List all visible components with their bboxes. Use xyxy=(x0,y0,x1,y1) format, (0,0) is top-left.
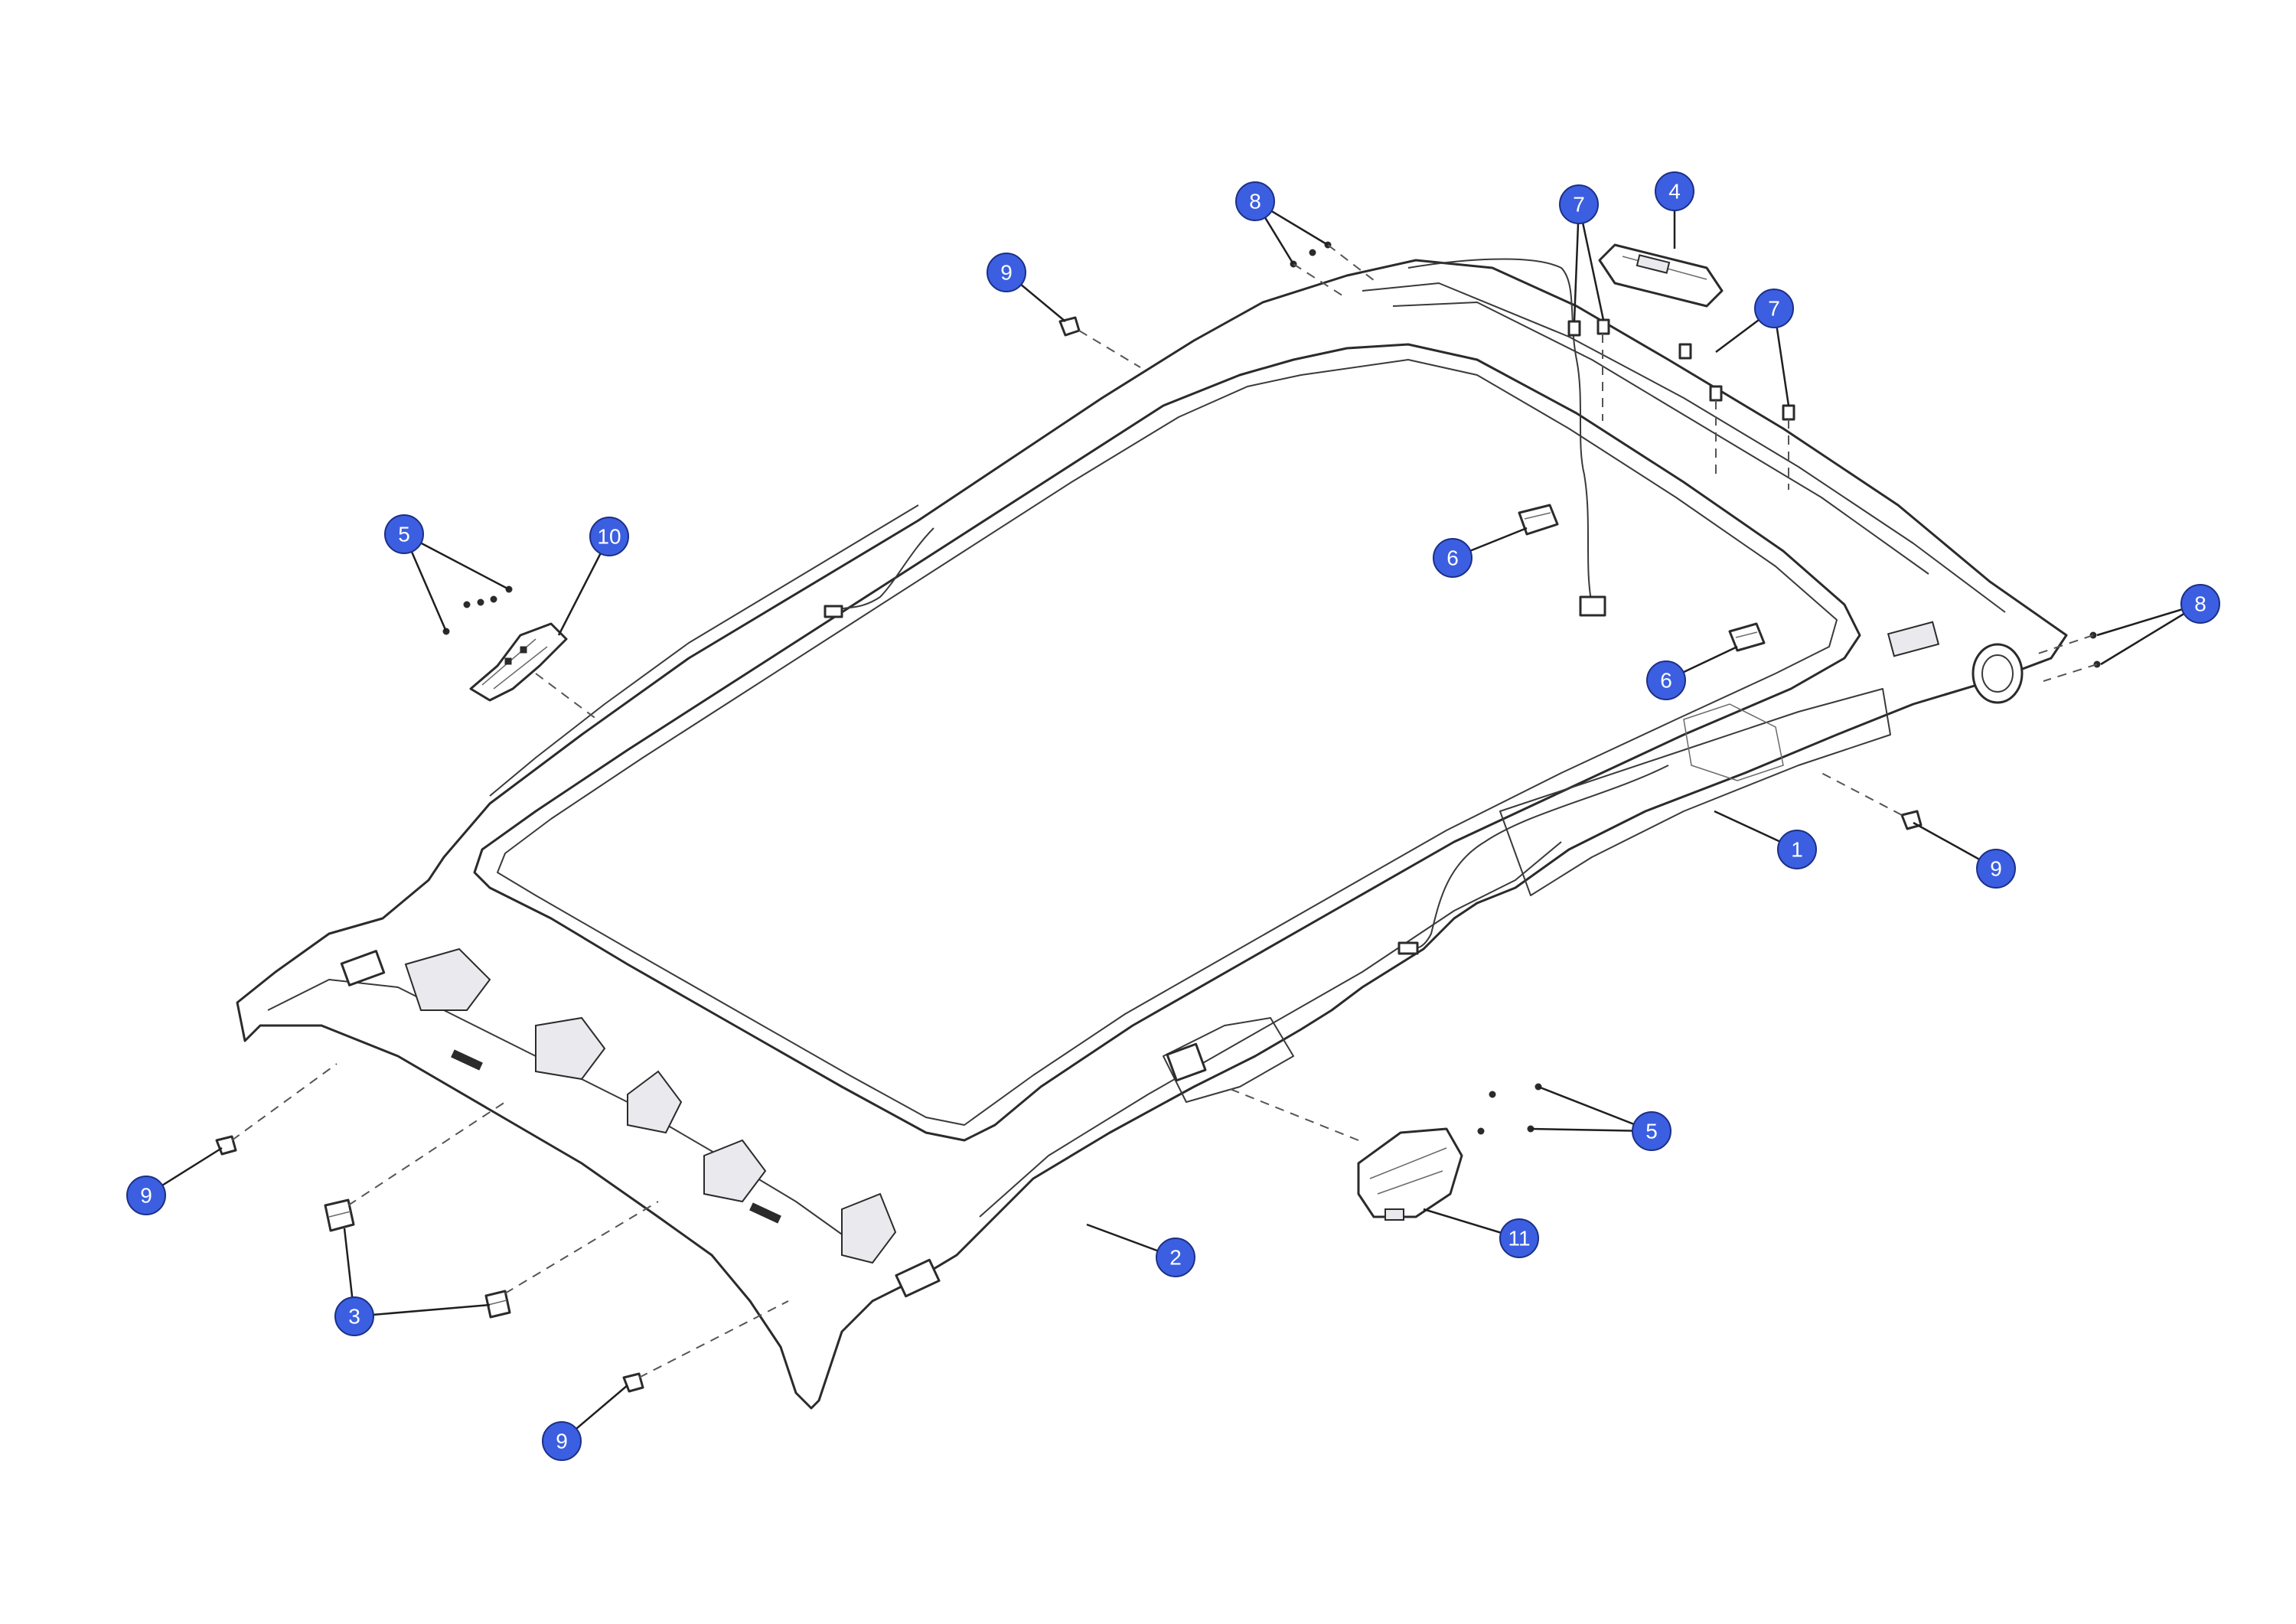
rear-side-panel xyxy=(1499,688,1891,896)
callout-1: 1 xyxy=(1777,830,1817,869)
left-rail-strip xyxy=(489,504,919,797)
callout-6-lower: 6 xyxy=(1646,660,1686,700)
rear-grommet-inner xyxy=(1981,654,2014,693)
callout-9-bottom: 9 xyxy=(542,1421,582,1461)
callout-6-lower-label: 6 xyxy=(1660,669,1672,693)
front-light-cutout-left xyxy=(340,950,386,986)
harness-connector-right xyxy=(1397,941,1419,955)
callout-7-right-label: 7 xyxy=(1768,297,1780,321)
rear-rail-trim xyxy=(1362,282,2006,613)
overhead-opening xyxy=(1166,1042,1207,1082)
callout-9-top-label: 9 xyxy=(1000,261,1013,285)
callout-11-label: 11 xyxy=(1508,1227,1530,1251)
wiring-harness xyxy=(823,258,1669,955)
callout-8-right: 8 xyxy=(2180,584,2220,624)
front-light-cutout-right xyxy=(895,1258,941,1298)
callout-10: 10 xyxy=(589,517,629,556)
overhead-console-bracket xyxy=(1163,1017,1294,1103)
callout-6-upper-label: 6 xyxy=(1446,546,1459,570)
callout-2: 2 xyxy=(1156,1238,1195,1277)
grab-handle-mount-2 xyxy=(703,1139,767,1203)
callout-8-top: 8 xyxy=(1235,181,1275,221)
sun-visor-mount-center-left xyxy=(535,1016,606,1081)
callout-8-top-label: 8 xyxy=(1249,190,1261,214)
callout-6-upper: 6 xyxy=(1433,538,1473,578)
rear-side-panel-detail xyxy=(1683,703,1784,781)
callout-5-console-label: 5 xyxy=(1645,1120,1658,1143)
callout-2-label: 2 xyxy=(1169,1246,1182,1270)
callout-5-front-label: 5 xyxy=(398,523,410,546)
callout-9-left: 9 xyxy=(126,1176,166,1215)
callout-9-right-label: 9 xyxy=(1990,857,2002,881)
callout-5-front: 5 xyxy=(384,514,424,554)
callout-10-label: 10 xyxy=(597,525,621,549)
harness-connector-rear xyxy=(1579,595,1606,617)
screws-right xyxy=(2089,631,2101,668)
callout-9-top: 9 xyxy=(987,253,1026,292)
callout-7-left: 7 xyxy=(1559,184,1599,224)
right-rail-strip xyxy=(979,841,1562,1218)
callout-9-bottom-label: 9 xyxy=(556,1430,568,1453)
callout-5-console: 5 xyxy=(1632,1111,1671,1151)
rear-grommet xyxy=(1971,643,2024,704)
callout-3-label: 3 xyxy=(348,1305,360,1329)
callout-1-label: 1 xyxy=(1791,838,1803,862)
headliner-panel xyxy=(236,259,2068,1410)
sun-visor-mount-left xyxy=(404,947,491,1011)
overhead-console-screws xyxy=(1477,1083,1542,1135)
callout-4: 4 xyxy=(1655,171,1694,211)
harness-left-front xyxy=(833,527,934,613)
hatch-marks-2 xyxy=(749,1202,781,1224)
front-overhead-switch xyxy=(469,622,568,702)
retainer-clip-upper xyxy=(1518,504,1559,536)
harness-rear xyxy=(1407,258,1593,605)
rear-rail-trim-2 xyxy=(1392,302,1929,575)
assembly-lines xyxy=(231,244,2098,1378)
screws-rear xyxy=(1290,241,1332,268)
callout-7-left-label: 7 xyxy=(1573,193,1585,217)
callout-3: 3 xyxy=(334,1296,374,1336)
callout-9-left-label: 9 xyxy=(140,1184,152,1208)
callout-8-right-label: 8 xyxy=(2194,592,2206,616)
visor-clip-lower xyxy=(484,1290,511,1319)
hatch-marks-1 xyxy=(451,1049,483,1071)
sun-visor-mount-right xyxy=(841,1192,897,1264)
retainer-clip-lower xyxy=(1728,622,1766,652)
callout-7-right: 7 xyxy=(1754,289,1794,328)
rear-reading-lamp xyxy=(1598,243,1724,308)
grab-handle-mount-1 xyxy=(627,1070,683,1134)
overhead-console xyxy=(1357,1127,1463,1221)
callout-4-label: 4 xyxy=(1668,180,1681,204)
rear-light-cutout xyxy=(1887,621,1940,657)
visor-clip-upper xyxy=(324,1198,355,1232)
sunroof-opening xyxy=(473,343,1861,1142)
fastener-front-bottom xyxy=(622,1372,644,1393)
callout-11: 11 xyxy=(1499,1218,1539,1258)
callout-9-right: 9 xyxy=(1976,849,2016,889)
sunroof-inner-lip xyxy=(497,359,1838,1126)
harness-right-front xyxy=(1407,765,1669,950)
harness-connector-left xyxy=(823,605,843,618)
front-switch-screws xyxy=(442,585,513,635)
